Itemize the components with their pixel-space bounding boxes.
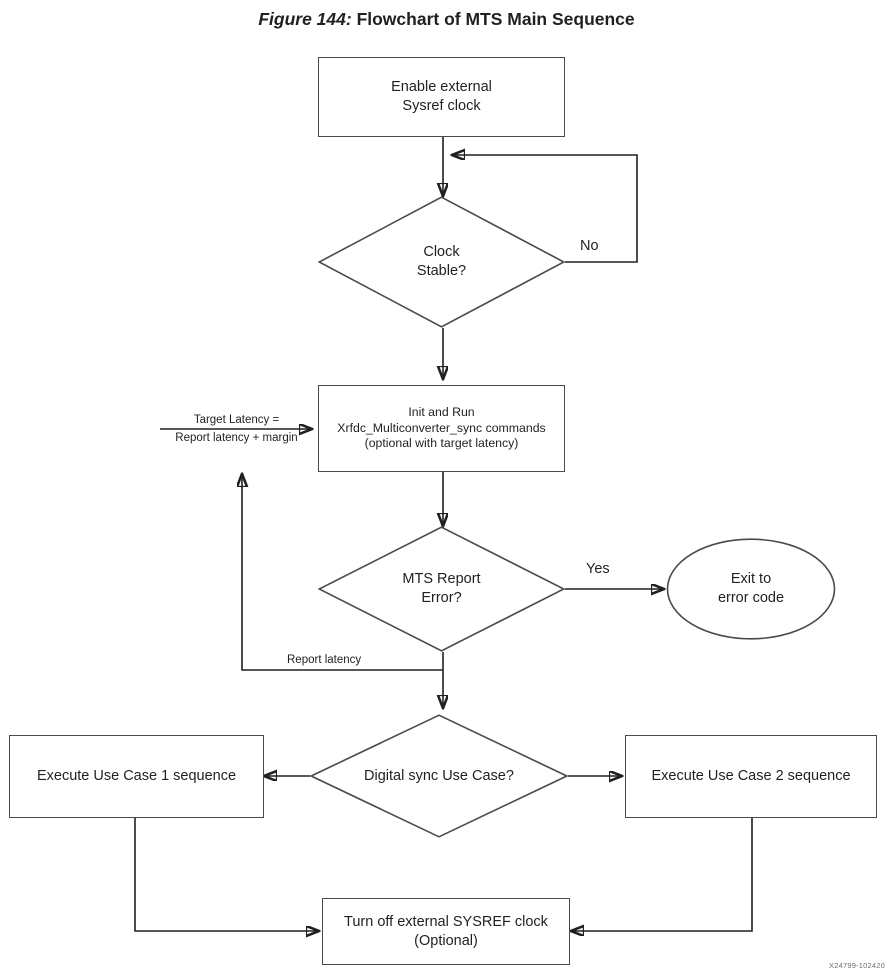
diamond-shape <box>318 526 565 652</box>
node-init-and-run-multiconverter-sync[interactable]: Init and Run Xrfdc_Multiconverter_sync c… <box>318 385 565 472</box>
node-text-line2: Xrfdc_Multiconverter_sync commands <box>337 420 546 435</box>
node-text-line2: Stable? <box>416 263 467 279</box>
node-text-line1: Digital sync Use Case? <box>364 767 514 784</box>
wire-usecase1-to-turnoff <box>134 818 319 931</box>
node-clock-stable-label: Clock Stable? <box>318 196 565 328</box>
node-text-line1: MTS Report <box>402 571 481 587</box>
node-text-line1: Init and Run <box>408 405 475 420</box>
node-mts-report-error-decision[interactable]: MTS Report Error? <box>318 526 565 652</box>
diamond-shape <box>318 196 565 328</box>
node-text-line1: Clock <box>423 244 460 260</box>
edge-label-report-latency: Report latency <box>287 654 362 666</box>
figure-caption: Flowchart of MTS Main Sequence <box>356 9 635 29</box>
node-digital-sync-use-case-label: Digital sync Use Case? <box>310 714 568 838</box>
edge-label-target-latency-line1: Target Latency = <box>193 414 280 426</box>
node-text-line1: Enable external <box>391 79 492 95</box>
figure-source-code: X24799-102420 <box>829 961 885 970</box>
node-execute-use-case-1-sequence[interactable]: Execute Use Case 1 sequence <box>9 735 264 818</box>
node-exit-to-error-code-label: Exit to error code <box>666 538 836 640</box>
node-enable-external-sysref-clock[interactable]: Enable external Sysref clock <box>318 57 565 137</box>
node-turn-off-external-sysref-clock[interactable]: Turn off external SYSREF clock (Optional… <box>322 898 570 965</box>
node-text-line2: Sysref clock <box>402 98 481 114</box>
diamond-shape <box>310 714 568 838</box>
edge-label-yes: Yes <box>586 561 610 577</box>
ellipse-shape <box>666 538 836 640</box>
node-text-line1: Execute Use Case 1 sequence <box>36 768 237 784</box>
node-text-line2: Error? <box>421 590 462 606</box>
node-text-line3: (optional with target latency) <box>364 436 519 451</box>
edge-label-no: No <box>580 238 599 254</box>
edge-label-target-latency-line2: Report latency + margin <box>175 432 298 444</box>
node-digital-sync-use-case-decision[interactable]: Digital sync Use Case? <box>310 714 568 838</box>
wire-usecase2-to-turnoff <box>571 818 753 931</box>
node-exit-to-error-code[interactable]: Exit to error code <box>666 538 836 640</box>
node-execute-use-case-2-sequence[interactable]: Execute Use Case 2 sequence <box>625 735 877 818</box>
node-text-line1: Turn off external SYSREF clock <box>344 913 548 930</box>
node-text-line1: Execute Use Case 2 sequence <box>651 768 851 784</box>
figure-title: Figure 144: Flowchart of MTS Main Sequen… <box>0 8 893 30</box>
node-text-line1: Exit to <box>730 571 772 587</box>
figure-number: Figure 144: <box>258 9 357 29</box>
node-mts-report-error-label: MTS Report Error? <box>318 526 565 652</box>
node-clock-stable-decision[interactable]: Clock Stable? <box>318 196 565 328</box>
node-text-line2: error code <box>717 590 785 606</box>
node-text-line2: (Optional) <box>414 932 478 949</box>
edge-label-target-latency: Target Latency = Report latency + margin <box>164 413 309 445</box>
